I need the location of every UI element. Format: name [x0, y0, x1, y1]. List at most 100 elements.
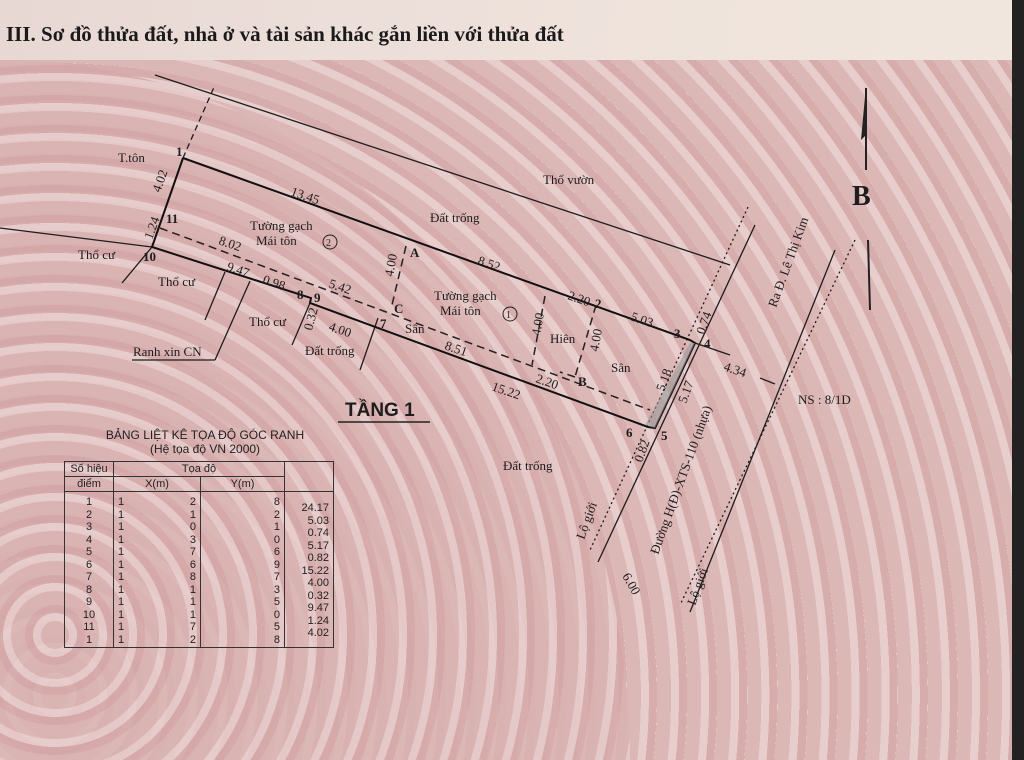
d5-03: 5.03	[629, 309, 655, 331]
table-cell-y: 2	[273, 508, 280, 521]
d5-42: 5.42	[327, 276, 353, 298]
neighbor-lines	[0, 74, 856, 613]
d0-74: 0.74	[693, 309, 715, 336]
h-x: X(m)	[113, 476, 201, 492]
table-cell-y: 0	[273, 608, 280, 621]
point-labels: 1 2 3 4 5 6 7 8 9 10 11 A B C	[143, 144, 711, 443]
san-2: Sân	[611, 360, 631, 375]
t-ton: T.tôn	[118, 150, 145, 165]
h-y: Y(m)	[200, 476, 285, 492]
h-point: Số hiệu	[64, 461, 114, 477]
table-cell-x2: 6	[189, 558, 196, 571]
table-cell-x1: 1	[118, 496, 125, 508]
mai-ton-1: Mái tôn	[440, 303, 481, 318]
lo-gioi-1: Lộ giới	[573, 500, 600, 541]
table-cell-x1: 1	[118, 608, 125, 621]
d4-00d: 4.00	[586, 328, 605, 353]
tho-cu-3: Thổ cư	[249, 314, 287, 329]
table-cell-x1: 1	[118, 571, 125, 583]
table-cell-y: 8	[273, 633, 280, 646]
table-cell-len	[289, 640, 329, 653]
d0-32: 0.32	[300, 306, 320, 332]
table-cell-y: 5	[273, 621, 280, 633]
table-cell-x2: 2	[189, 633, 196, 646]
tho-cu-2: Thổ cư	[158, 274, 196, 289]
table-cell-x2: 1	[189, 583, 196, 596]
north-arrow: B	[852, 86, 871, 311]
lo-gioi-2: Lộ giới	[684, 566, 711, 607]
table-cell-x2: 3	[189, 533, 196, 546]
point-11: 11	[166, 211, 178, 226]
subtitle: (Hệ tọa độ VN 2000)	[149, 442, 261, 456]
point-6: 6	[626, 425, 633, 440]
table-cell-y: 7	[273, 571, 280, 583]
table-cell-id: 2	[85, 508, 93, 521]
h-coord: Tọa độ	[113, 461, 285, 477]
table-cell-id: 7	[85, 571, 93, 583]
table-cell-x1: 1	[118, 583, 125, 596]
table-cell-id: 9	[85, 596, 93, 608]
table-cell-y: 8	[273, 496, 280, 508]
table-cell-x1: 1	[118, 508, 125, 521]
d9-47: 9.47	[225, 259, 252, 281]
d5-17: 5.17	[675, 378, 697, 405]
d8-02: 8.02	[217, 233, 243, 255]
table-cell-len: 0.74	[307, 527, 329, 539]
d2-20a: 2.20	[566, 288, 592, 310]
table-cell-len: 5.17	[307, 539, 329, 552]
table-cell-x1: 1	[118, 521, 125, 533]
point-1: 1	[176, 144, 183, 159]
table-cell-x1: 1	[118, 596, 125, 608]
page-edge	[1012, 0, 1024, 760]
hien: Hiên	[550, 331, 576, 346]
table-cell-x2: 1	[189, 508, 196, 521]
d0-98: 0.98	[261, 272, 287, 294]
floor-label: TẦNG 1	[345, 399, 415, 421]
tho-vuon: Thổ vườn	[543, 172, 595, 187]
table-cell-x2: 1	[189, 608, 196, 621]
table-cell-y: 0	[273, 533, 280, 546]
house-number: NS : 8/1D	[798, 392, 851, 407]
table-cell-x1: 1	[118, 558, 125, 571]
table-cell-y: 5	[273, 596, 280, 608]
table-cell-x2: 8	[189, 571, 196, 583]
ranh-xin: Ranh xin CN	[133, 344, 202, 359]
table-cell-len: 1.24	[307, 614, 329, 627]
dat-trong-bottom: Đất trống	[503, 458, 553, 473]
table-cell-x2: 0	[189, 521, 196, 533]
d1-24: 1.24	[141, 214, 163, 241]
tuong-gach-1: Tường gạch	[434, 288, 497, 303]
point-3: 3	[674, 326, 681, 341]
d4-00c: 4.00	[528, 312, 547, 337]
point-A: A	[410, 245, 420, 260]
north-label: B	[852, 181, 871, 212]
title: BẢNG LIỆT KÊ TỌA ĐỘ GÓC RANH	[105, 428, 305, 442]
d13-45: 13.45	[289, 184, 322, 208]
point-7: 7	[380, 316, 387, 331]
table-cell-x2: 1	[189, 596, 196, 608]
road-direction: Ra Đ. Lê Thị Kim	[765, 215, 811, 309]
building-lines	[159, 227, 651, 411]
table-cell-id: 3	[85, 521, 93, 533]
coordinate-table-heading: BẢNG LIỆT KÊ TỌA ĐỘ GÓC RANH (Hệ tọa độ …	[80, 428, 330, 456]
tuong-gach-2: Tường gạch	[250, 218, 313, 233]
point-5: 5	[661, 428, 668, 443]
num-1: 1	[506, 310, 511, 321]
d4-00b: 4.00	[381, 253, 400, 278]
table-cell-y: 1	[273, 521, 280, 533]
table-cell-x1: 1	[118, 621, 125, 633]
table-cell-y: 9	[273, 558, 280, 571]
d5-18: 5.18	[653, 367, 675, 394]
table-cell-id: 6	[85, 558, 93, 571]
dat-trong-top: Đất trống	[430, 210, 480, 225]
